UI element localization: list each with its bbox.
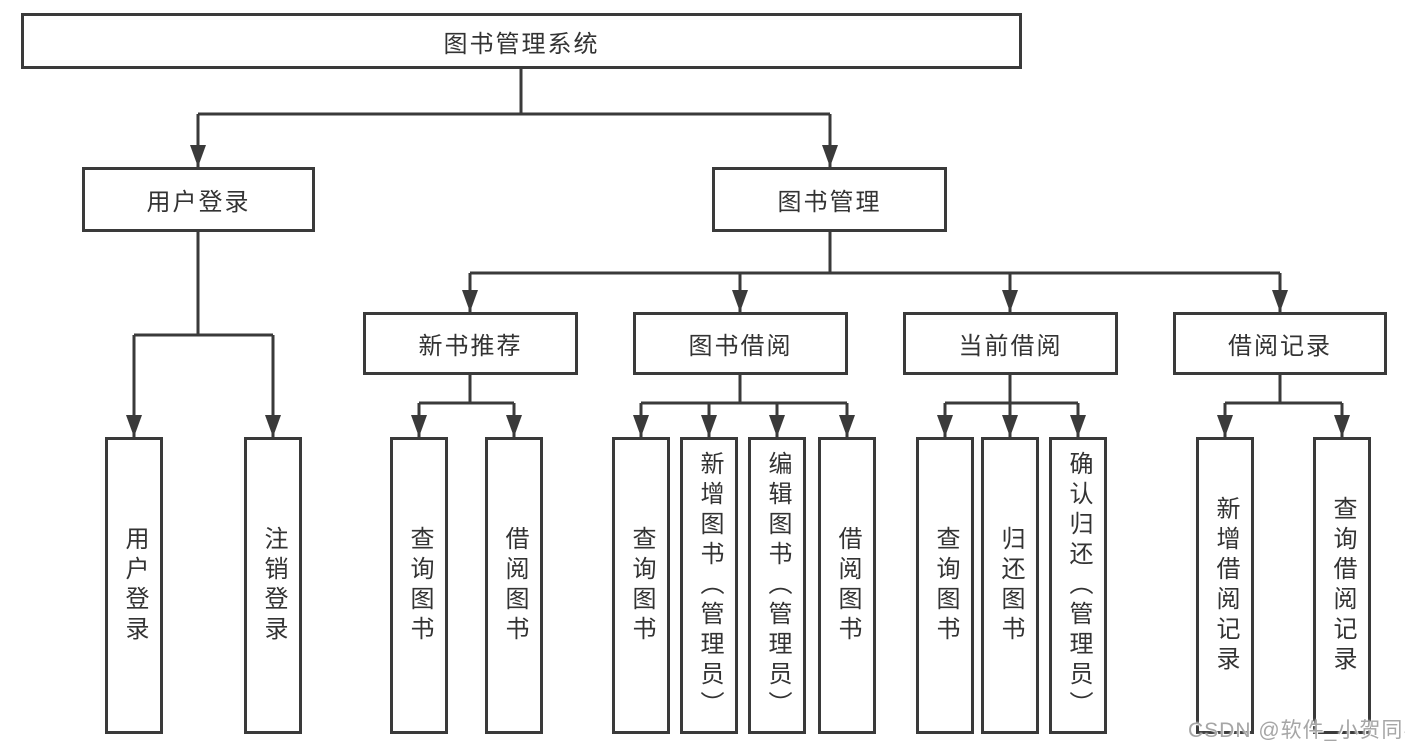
leaf-label: 查询图书 — [406, 525, 433, 646]
leaf-label: 注销登录 — [260, 525, 287, 646]
leaf-edit-books-admin: 编辑图书（管理员） — [748, 437, 806, 734]
leaf-add-borrow-record: 新增借阅记录 — [1196, 437, 1254, 734]
leaf-label: 新增图书（管理员） — [696, 450, 723, 721]
node-root: 图书管理系统 — [21, 13, 1022, 69]
leaf-query-borrow-record: 查询借阅记录 — [1313, 437, 1371, 734]
leaf-query-books-3: 查询图书 — [916, 437, 974, 734]
node-user-login: 用户登录 — [82, 167, 315, 232]
connector-book-management-to-level3 — [462, 232, 1288, 312]
csdn-watermark: CSDN @软件_小贺同学 — [1188, 719, 1405, 742]
leaf-query-books-2: 查询图书 — [612, 437, 670, 734]
node-new-book-recommend: 新书推荐 — [363, 312, 578, 375]
leaf-logout: 注销登录 — [244, 437, 302, 734]
connector-user-login-group — [126, 232, 281, 437]
leaf-add-books-admin: 新增图书（管理员） — [680, 437, 738, 734]
leaf-confirm-return-admin: 确认归还（管理员） — [1049, 437, 1107, 734]
node-borrow-records: 借阅记录 — [1173, 312, 1387, 375]
leaf-label: 新增借阅记录 — [1212, 495, 1239, 676]
leaf-label: 借阅图书 — [834, 525, 861, 646]
connector-current-borrow-group — [937, 375, 1086, 437]
leaf-borrow-books-2: 借阅图书 — [818, 437, 876, 734]
leaf-label: 用户登录 — [121, 525, 148, 646]
leaf-return-books: 归还图书 — [981, 437, 1039, 734]
node-current-borrow: 当前借阅 — [903, 312, 1118, 375]
leaf-label: 借阅图书 — [501, 525, 528, 646]
leaf-label: 确认归还（管理员） — [1065, 450, 1092, 721]
leaf-label: 编辑图书（管理员） — [764, 450, 791, 721]
leaf-query-books-1: 查询图书 — [390, 437, 448, 734]
connector-root-to-level2 — [190, 69, 838, 167]
leaf-label: 查询借阅记录 — [1329, 495, 1356, 676]
leaf-user-login: 用户登录 — [105, 437, 163, 734]
leaf-label: 查询图书 — [932, 525, 959, 646]
connector-book-borrow-group — [633, 375, 855, 437]
node-book-management: 图书管理 — [712, 167, 947, 232]
node-book-borrow: 图书借阅 — [633, 312, 848, 375]
leaf-label: 查询图书 — [628, 525, 655, 646]
leaf-borrow-books-1: 借阅图书 — [485, 437, 543, 734]
connector-borrow-records-group — [1217, 375, 1350, 437]
leaf-label: 归还图书 — [997, 525, 1024, 646]
connector-new-book-group — [411, 375, 522, 437]
